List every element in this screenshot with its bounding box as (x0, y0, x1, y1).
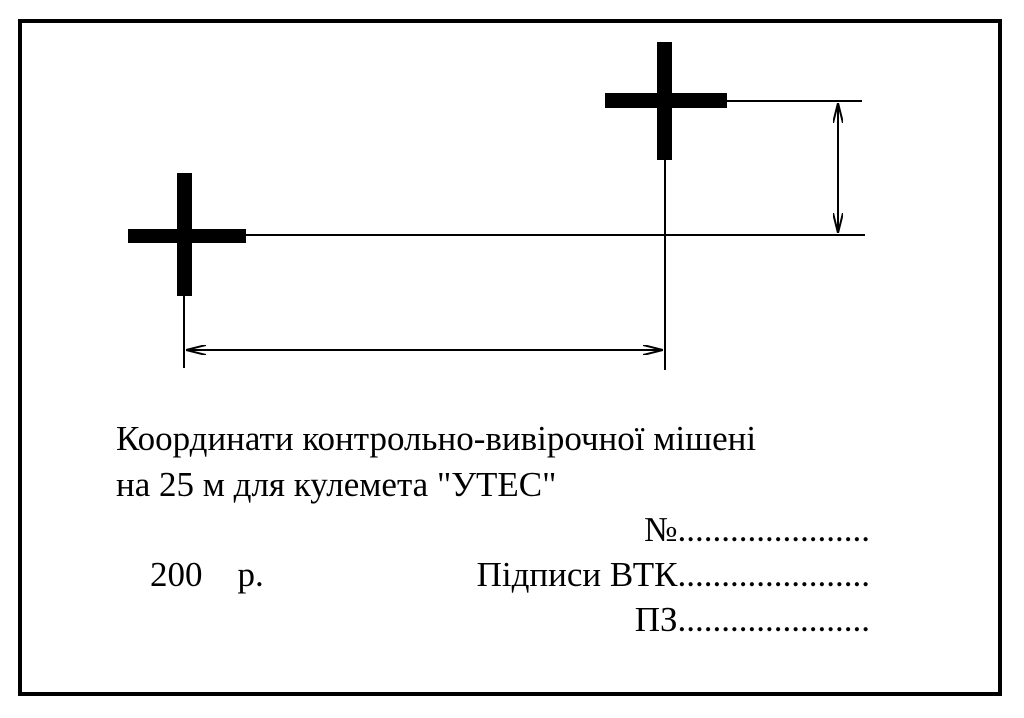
vtk-signatures-field: Підписи ВТК...................... (477, 555, 870, 594)
right-cross-mark (605, 42, 727, 160)
pz-field: ПЗ...................... (635, 600, 870, 639)
caption-line-2: на 25 м для кулемета "УТЕС" (116, 465, 556, 504)
number-field: №...................... (644, 510, 870, 549)
year-field: 200 р. (150, 555, 264, 594)
frame-border (18, 19, 1002, 696)
caption-line-1: Координати контрольно-вивірочної мішені (116, 419, 756, 458)
left-cross-mark (128, 173, 246, 296)
